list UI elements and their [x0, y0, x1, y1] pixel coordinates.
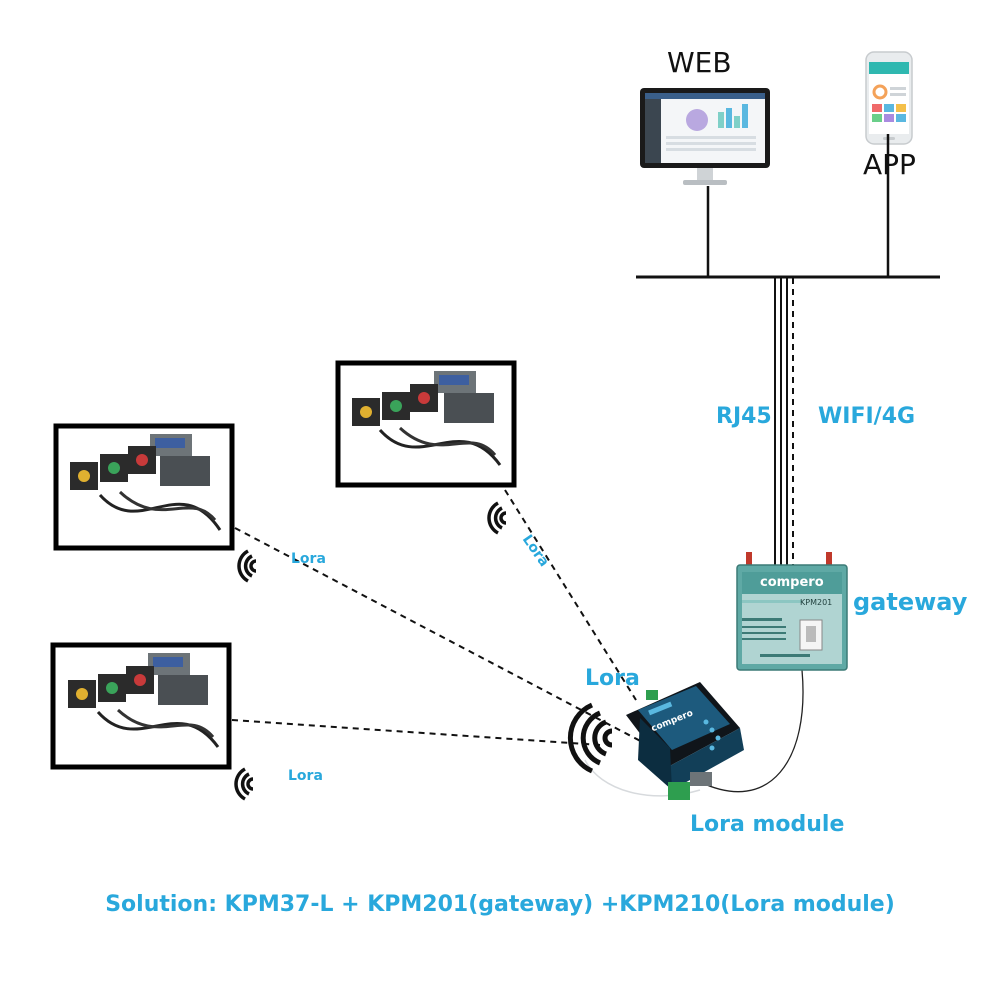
wifi-signal-icon-1 [237, 549, 257, 583]
lora-node-label-1: Lora [291, 551, 326, 567]
lora-node-label-3: Lora [288, 768, 323, 784]
lora-main-label: Lora [585, 666, 640, 691]
lora-links [231, 489, 649, 746]
wifi-signal-icon-3 [234, 767, 254, 801]
lora-module-label: Lora module [690, 812, 845, 837]
web-label: WEB [667, 46, 732, 79]
wifi-signal-icon-main [567, 702, 613, 774]
gateway-module-cable [699, 669, 804, 793]
web-monitor-icon [640, 88, 770, 185]
rj45-label: RJ45 [716, 404, 772, 429]
app-phone-icon [865, 51, 913, 145]
app-label: APP [863, 148, 916, 181]
lora-module-device-icon [626, 682, 744, 800]
gateway-device-icon [736, 552, 848, 671]
network-bus [636, 134, 940, 565]
sensor-box-1 [53, 423, 235, 551]
wifi4g-label: WIFI/4G [818, 404, 916, 429]
sensor-box-3 [50, 642, 232, 770]
wifi-signal-icon-2 [487, 501, 507, 535]
gateway-model: KPM201 [800, 598, 833, 607]
solution-caption: Solution: KPM37-L + KPM201(gateway) +KPM… [105, 892, 895, 917]
sensor-box-2 [335, 360, 517, 488]
gateway-label: gateway [853, 588, 968, 616]
gateway-brand: compero [760, 575, 824, 590]
